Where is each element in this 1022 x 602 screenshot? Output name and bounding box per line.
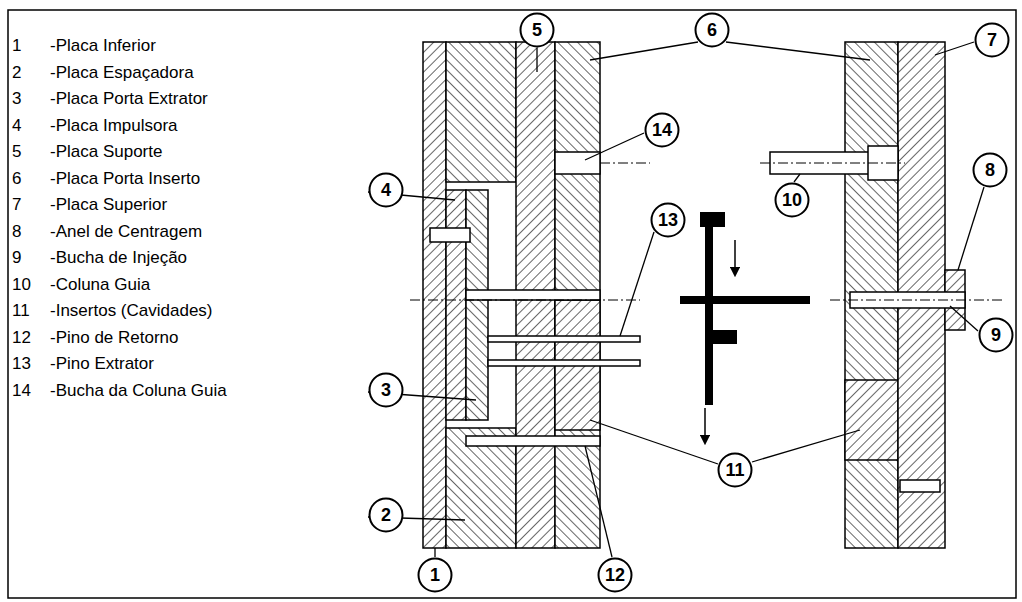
callout-number: 7 bbox=[974, 22, 1010, 58]
callout: 7 bbox=[974, 22, 1010, 58]
callout: 3 bbox=[368, 372, 404, 408]
part-name: -Coluna Guia bbox=[50, 275, 150, 295]
callout-number: 2 bbox=[368, 497, 404, 533]
part-number: 1 bbox=[12, 36, 21, 56]
callout-number: 13 bbox=[650, 202, 686, 238]
callout: 14 bbox=[644, 112, 680, 148]
part-name: -Bucha de Injeção bbox=[50, 248, 187, 268]
molded-part bbox=[680, 212, 810, 405]
callout: 9 bbox=[978, 317, 1014, 353]
callout-number: 1 bbox=[417, 557, 453, 593]
part-name: -Placa Superior bbox=[50, 195, 167, 215]
callout: 13 bbox=[650, 202, 686, 238]
part-number: 13 bbox=[12, 354, 31, 374]
part-number: 6 bbox=[12, 169, 21, 189]
part-number: 12 bbox=[12, 328, 31, 348]
part-name: -Placa Espaçadora bbox=[50, 63, 194, 83]
part-number: 8 bbox=[12, 222, 21, 242]
callout: 1 bbox=[417, 557, 453, 593]
part-number: 3 bbox=[12, 89, 21, 109]
callout: 11 bbox=[717, 452, 753, 488]
part-number: 10 bbox=[12, 275, 31, 295]
part-number: 14 bbox=[12, 381, 31, 401]
eject-arrows bbox=[705, 240, 735, 440]
part-number: 11 bbox=[12, 301, 30, 321]
callout: 5 bbox=[519, 12, 555, 48]
part-number: 5 bbox=[12, 142, 21, 162]
part-name: -Placa Porta Extrator bbox=[50, 89, 208, 109]
callout-number: 9 bbox=[978, 317, 1014, 353]
callout-number: 5 bbox=[519, 12, 555, 48]
callout: 12 bbox=[597, 557, 633, 593]
part-number: 7 bbox=[12, 195, 21, 215]
callout-number: 8 bbox=[972, 152, 1008, 188]
part-name: -Placa Suporte bbox=[50, 142, 162, 162]
part-name: -Pino Extrator bbox=[50, 354, 154, 374]
mold-plates bbox=[423, 42, 965, 548]
callout: 8 bbox=[972, 152, 1008, 188]
part-name: -Placa Inferior bbox=[50, 36, 156, 56]
part-name: -Placa Porta Inserto bbox=[50, 169, 200, 189]
callout: 6 bbox=[694, 12, 730, 48]
callout-number: 12 bbox=[597, 557, 633, 593]
callout-number: 4 bbox=[368, 172, 404, 208]
callout-number: 3 bbox=[368, 372, 404, 408]
callout-number: 14 bbox=[644, 112, 680, 148]
part-name: -Placa Impulsora bbox=[50, 116, 178, 136]
callout-number: 10 bbox=[774, 182, 810, 218]
frame bbox=[8, 10, 1016, 598]
callout: 4 bbox=[368, 172, 404, 208]
part-name: -Pino de Retorno bbox=[50, 328, 179, 348]
part-name: -Insertos (Cavidades) bbox=[50, 301, 213, 321]
leader-lines bbox=[368, 42, 984, 557]
callout-number: 11 bbox=[717, 452, 753, 488]
part-name: -Bucha da Coluna Guia bbox=[50, 381, 227, 401]
callout-number: 6 bbox=[694, 12, 730, 48]
part-number: 2 bbox=[12, 63, 21, 83]
callout: 2 bbox=[368, 497, 404, 533]
callout: 10 bbox=[774, 182, 810, 218]
part-number: 9 bbox=[12, 248, 21, 268]
part-number: 4 bbox=[12, 116, 21, 136]
part-name: -Anel de Centragem bbox=[50, 222, 202, 242]
